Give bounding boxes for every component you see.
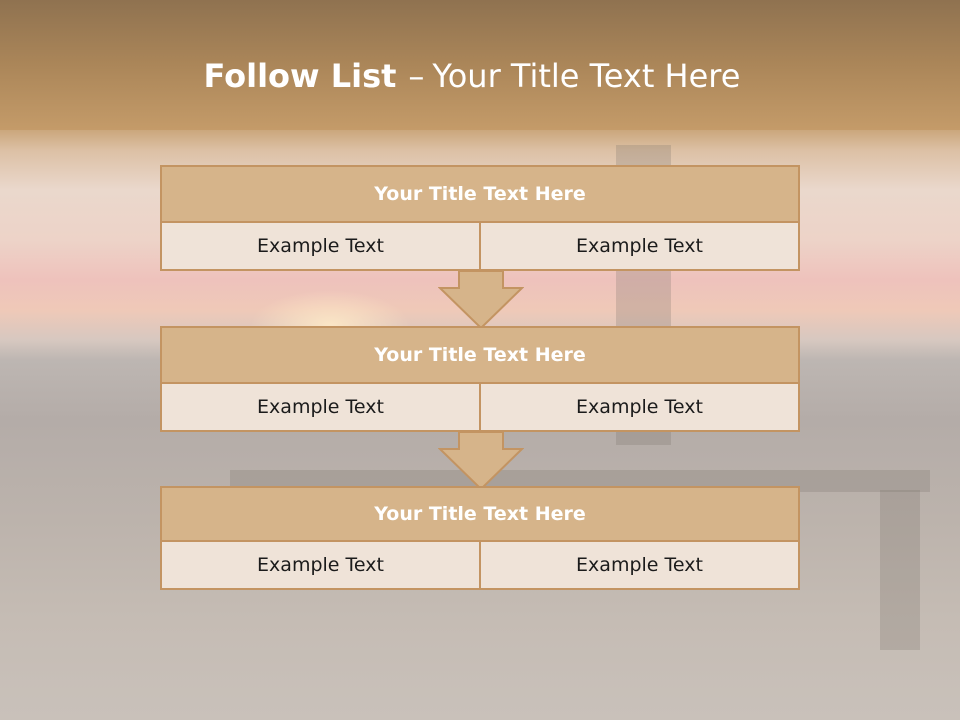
title-bold: Follow List bbox=[203, 57, 397, 95]
pier-leg bbox=[880, 490, 920, 650]
block-cell-right: Example Text bbox=[481, 384, 800, 432]
block-row: Example Text Example Text bbox=[160, 223, 800, 271]
block-cell-left: Example Text bbox=[160, 384, 481, 432]
list-block-1: Your Title Text Here Example Text Exampl… bbox=[160, 165, 800, 271]
block-cell-left: Example Text bbox=[160, 542, 481, 590]
block-cell-left: Example Text bbox=[160, 223, 481, 271]
list-block-3: Your Title Text Here Example Text Exampl… bbox=[160, 486, 800, 590]
list-block-2: Your Title Text Here Example Text Exampl… bbox=[160, 326, 800, 432]
slide-title: Follow List–Your Title Text Here bbox=[0, 52, 944, 100]
block-row: Example Text Example Text bbox=[160, 542, 800, 590]
title-rest: Your Title Text Here bbox=[432, 57, 741, 95]
block-title: Your Title Text Here bbox=[160, 486, 800, 542]
block-cell-right: Example Text bbox=[481, 223, 800, 271]
down-arrow-icon bbox=[438, 270, 524, 330]
header-band bbox=[0, 0, 960, 130]
down-arrow-icon bbox=[438, 431, 524, 491]
block-title: Your Title Text Here bbox=[160, 326, 800, 384]
title-dash: – bbox=[408, 57, 425, 95]
block-title: Your Title Text Here bbox=[160, 165, 800, 223]
block-cell-right: Example Text bbox=[481, 542, 800, 590]
block-row: Example Text Example Text bbox=[160, 384, 800, 432]
